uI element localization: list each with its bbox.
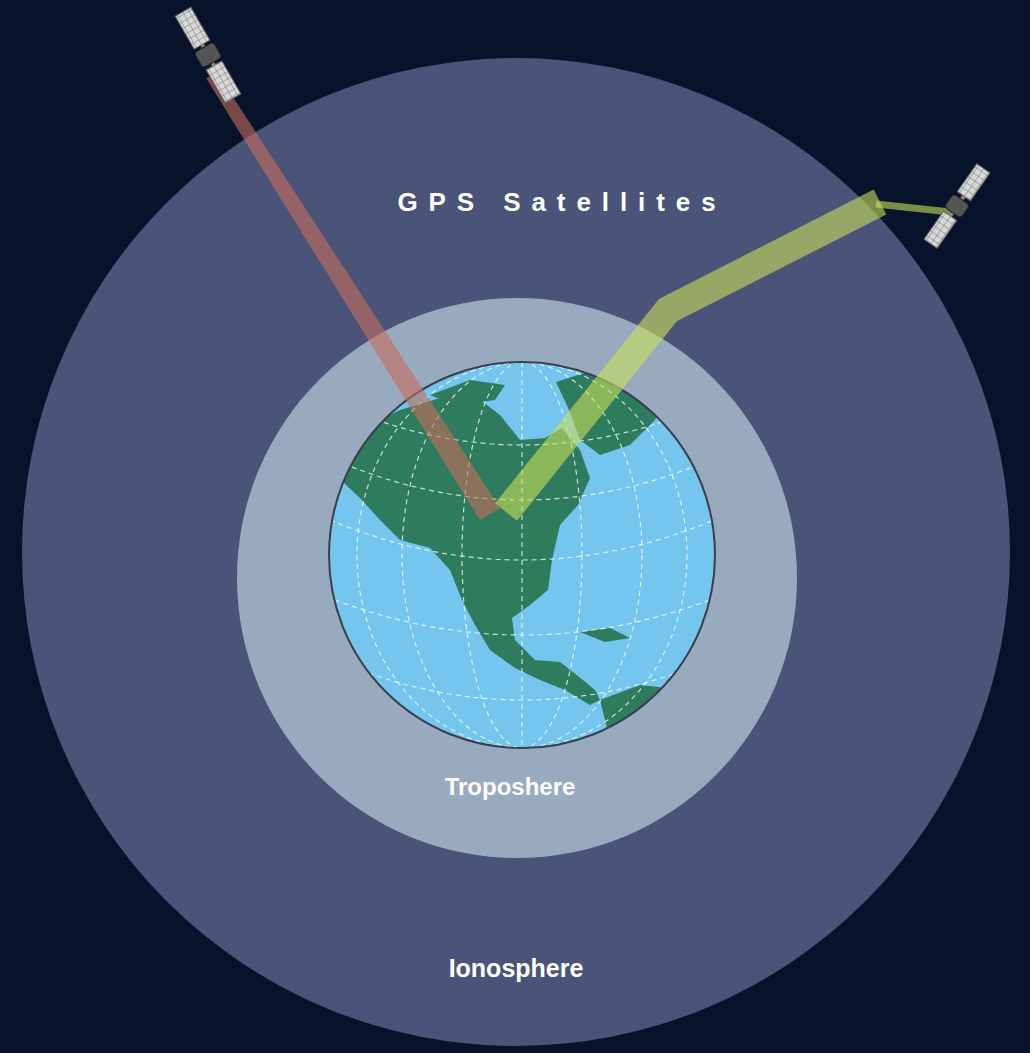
- earth: [329, 362, 725, 770]
- layer-label: Troposhere: [445, 773, 576, 801]
- signal-beam-red: [206, 74, 500, 520]
- satellites-label: GPS Satellites: [397, 187, 726, 218]
- graticule: [330, 362, 714, 748]
- south-america: [600, 685, 725, 770]
- layer-disc-fill: [237, 298, 797, 858]
- satellite: [173, 6, 242, 104]
- earth-rim: [329, 362, 715, 748]
- troposphere-layer: Troposhere: [237, 298, 797, 858]
- signal-beam-yellow: [506, 202, 950, 512]
- satellite: [922, 163, 991, 250]
- layer-label: Ionosphere: [449, 954, 584, 983]
- caribbean: [580, 628, 630, 642]
- iceland: [680, 410, 720, 450]
- layer-disc-fill: [22, 58, 1010, 1046]
- continents: [330, 368, 725, 770]
